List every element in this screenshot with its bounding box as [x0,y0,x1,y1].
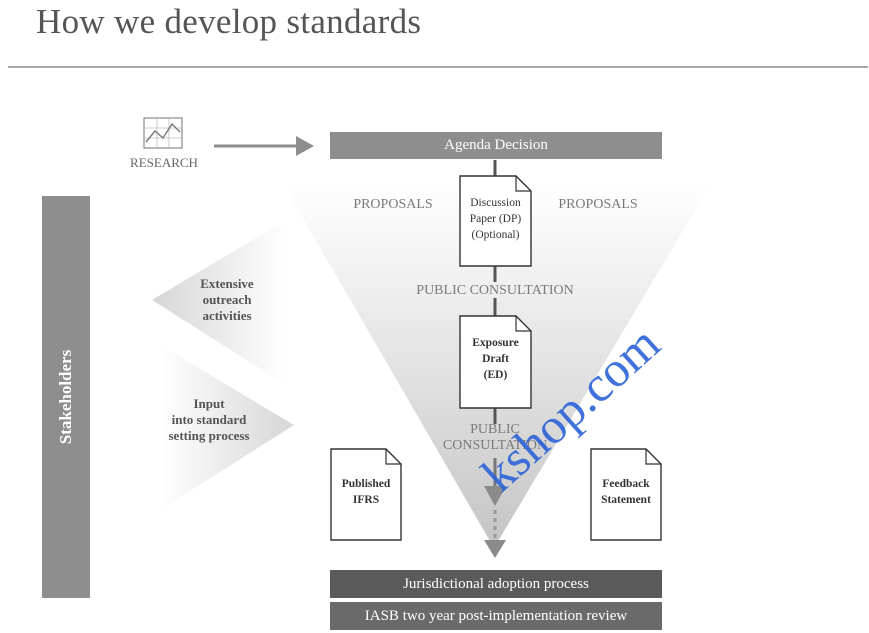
ed-line-2: Draft [482,353,509,365]
ed-line-1: Exposure [472,337,519,349]
outreach-label: Extensive outreach activities [180,276,274,324]
public-consultation-label-1: PUBLIC CONSULTATION [416,283,574,298]
title-divider [8,66,868,68]
ifrs-document-text: Published IFRS [331,476,401,508]
jurisdictional-adoption-bar: Jurisdictional adoption process [330,570,662,598]
consultation-2-line-2: CONSULTATION [442,438,548,453]
ifrs-line-1: Published [341,478,391,490]
research-arrow-head [296,136,314,156]
input-line-2: into standard [171,412,247,427]
outreach-arrow-shape [152,220,286,385]
post-implementation-review-bar: IASB two year post-implementation review [330,602,662,630]
input-label: Input into standard setting process [155,396,263,444]
feedback-document-icon [590,448,662,541]
input-arrow-shape [160,345,294,510]
dp-line-2: Paper (DP) [469,213,522,225]
agenda-decision-bar: Agenda Decision [330,132,662,159]
outreach-line-2: outreach [202,292,252,307]
page-title: How we develop standards [36,2,422,41]
consultation-2-line-1: PUBLIC [470,422,520,437]
proposals-right-label: PROPOSALS [558,197,638,212]
proposals-left-label: PROPOSALS [353,197,433,212]
dp-document-icon [459,175,532,267]
stakeholders-label: Stakeholders [56,349,75,445]
ifrs-document-icon [330,448,402,541]
input-line-3: setting process [168,428,250,443]
feedback-document-text: Feedback Statement [591,476,661,508]
feedback-line-1: Feedback [602,478,650,490]
outreach-line-3: activities [202,308,252,323]
outreach-line-1: Extensive [200,276,254,291]
dp-line-1: Discussion [470,197,521,209]
chart-icon [143,117,183,149]
down-arrow-head-1 [484,486,506,506]
public-consultation-label-2: PUBLIC CONSULTATION [420,422,570,454]
dp-document-text: Discussion Paper (DP) (Optional) [460,195,531,243]
dp-line-3: (Optional) [471,229,520,241]
research-label: RESEARCH [130,155,198,170]
ed-document-icon [459,315,532,409]
input-line-1: Input [193,396,225,411]
ifrs-line-2: IFRS [352,494,380,506]
stakeholders-bar: Stakeholders [42,196,90,598]
ed-document-text: Exposure Draft (ED) [460,335,531,383]
feedback-line-2: Statement [601,494,651,506]
ed-line-3: (ED) [483,369,508,381]
down-arrow-head-2 [484,540,506,558]
